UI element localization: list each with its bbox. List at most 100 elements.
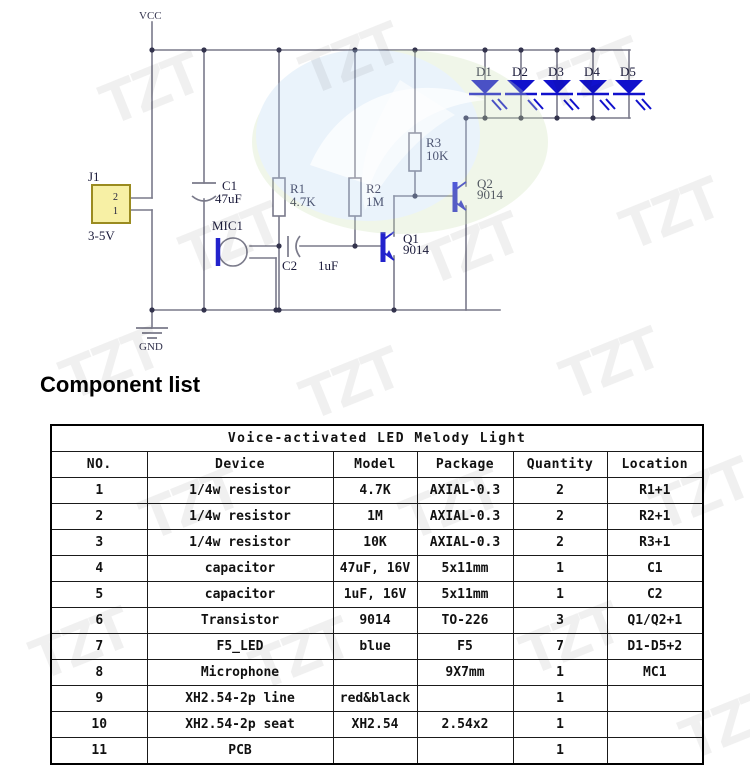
cell-model: 10K [332, 529, 418, 556]
table-header-row: NO. Device Model Package Quantity Locati… [50, 451, 704, 478]
capacitor-c1-symbol [191, 182, 217, 202]
label-j1-voltage: 3-5V [88, 228, 115, 243]
label-c1-value: 47uF [215, 191, 242, 206]
label-d4: D4 [584, 64, 600, 79]
cell-package: 9X7mm [416, 659, 514, 686]
label-d3: D3 [548, 64, 564, 79]
cell-location: Q1/Q2+1 [606, 607, 704, 634]
cell-quantity: 1 [512, 711, 608, 738]
cell-location [606, 711, 704, 738]
circuit-schematic-svg: VCC GND J1 2 1 3-5V C1 47uF C2 1uF MIC1 … [88, 10, 652, 353]
cell-location: C2 [606, 581, 704, 608]
cell-location: R1+1 [606, 477, 704, 504]
cell-no: 10 [50, 711, 148, 738]
cell-package: AXIAL-0.3 [416, 477, 514, 504]
label-j1: J1 [88, 169, 100, 184]
label-d2: D2 [512, 64, 528, 79]
cell-no: 1 [50, 477, 148, 504]
microphone-mic1-symbol [215, 237, 248, 267]
label-gnd: GND [139, 341, 163, 353]
cell-package: 5x11mm [416, 581, 514, 608]
led-symbols [469, 80, 652, 111]
label-j1-pin2: 2 [113, 192, 118, 203]
cell-quantity: 2 [512, 529, 608, 556]
cell-no: 8 [50, 659, 148, 686]
label-c2-value: 1uF [318, 258, 338, 273]
column-header-model: Model [332, 451, 418, 478]
junction-dots [149, 47, 596, 313]
cell-quantity: 1 [512, 659, 608, 686]
cell-quantity: 1 [512, 555, 608, 582]
cell-package: 5x11mm [416, 555, 514, 582]
label-c1-ref: C1 [222, 178, 237, 193]
cell-device: Microphone [146, 659, 334, 686]
cell-no: 5 [50, 581, 148, 608]
resistor-r2-symbol [348, 177, 362, 217]
column-header-quantity: Quantity [512, 451, 608, 478]
cell-model: 47uF, 16V [332, 555, 418, 582]
schematic-diagram: VCC GND J1 2 1 3-5V C1 47uF C2 1uF MIC1 … [0, 0, 750, 360]
label-d1: D1 [476, 64, 492, 79]
cell-model: red&black [332, 685, 418, 712]
cell-device: capacitor [146, 555, 334, 582]
cell-quantity: 3 [512, 607, 608, 634]
label-r2-ref: R2 [366, 181, 381, 196]
label-q2-ref: Q2 [477, 176, 493, 191]
transistor-q2-symbol [452, 181, 467, 212]
cell-model: blue [332, 633, 418, 660]
label-r2-value: 1M [366, 194, 385, 209]
cell-model: 4.7K [332, 477, 418, 504]
column-header-location: Location [606, 451, 704, 478]
cell-quantity: 2 [512, 477, 608, 504]
cell-model: 1M [332, 503, 418, 530]
label-q1-value: 9014 [403, 242, 430, 257]
cell-package [416, 737, 514, 765]
cell-no: 11 [50, 737, 148, 765]
label-q1-ref: Q1 [403, 231, 419, 246]
cell-package [416, 685, 514, 712]
cell-location [606, 685, 704, 712]
label-vcc: VCC [139, 10, 162, 22]
cell-quantity: 1 [512, 737, 608, 765]
cell-location: D1-D5+2 [606, 633, 704, 660]
cell-device: 1/4w resistor [146, 529, 334, 556]
cell-device: 1/4w resistor [146, 477, 334, 504]
connector-j1-symbol [91, 184, 131, 224]
column-header-device: Device [146, 451, 334, 478]
cell-device: F5_LED [146, 633, 334, 660]
cell-model: XH2.54 [332, 711, 418, 738]
cell-package: AXIAL-0.3 [416, 529, 514, 556]
column-header-no: NO. [50, 451, 148, 478]
cell-quantity: 1 [512, 685, 608, 712]
label-q2-value: 9014 [477, 187, 504, 202]
cell-no: 9 [50, 685, 148, 712]
table-title-row: Voice-activated LED Melody Light [50, 424, 704, 452]
cell-package: TO-226 [416, 607, 514, 634]
cell-quantity: 2 [512, 503, 608, 530]
cell-no: 2 [50, 503, 148, 530]
cell-model [332, 737, 418, 765]
cell-location: R3+1 [606, 529, 704, 556]
bill-of-materials: Voice-activated LED Melody Light NO. Dev… [50, 424, 705, 765]
cell-location: C1 [606, 555, 704, 582]
cell-model: 1uF, 16V [332, 581, 418, 608]
label-r1-ref: R1 [290, 181, 305, 196]
cell-model: 9014 [332, 607, 418, 634]
cell-model [332, 659, 418, 686]
component-table: Voice-activated LED Melody Light NO. Dev… [50, 424, 705, 765]
cell-no: 3 [50, 529, 148, 556]
cell-quantity: 7 [512, 633, 608, 660]
label-c2-ref: C2 [282, 258, 297, 273]
cell-device: 1/4w resistor [146, 503, 334, 530]
ground-symbol [136, 327, 168, 339]
page-title: Component list [40, 372, 201, 397]
resistor-r1-symbol [272, 177, 286, 217]
cell-no: 7 [50, 633, 148, 660]
